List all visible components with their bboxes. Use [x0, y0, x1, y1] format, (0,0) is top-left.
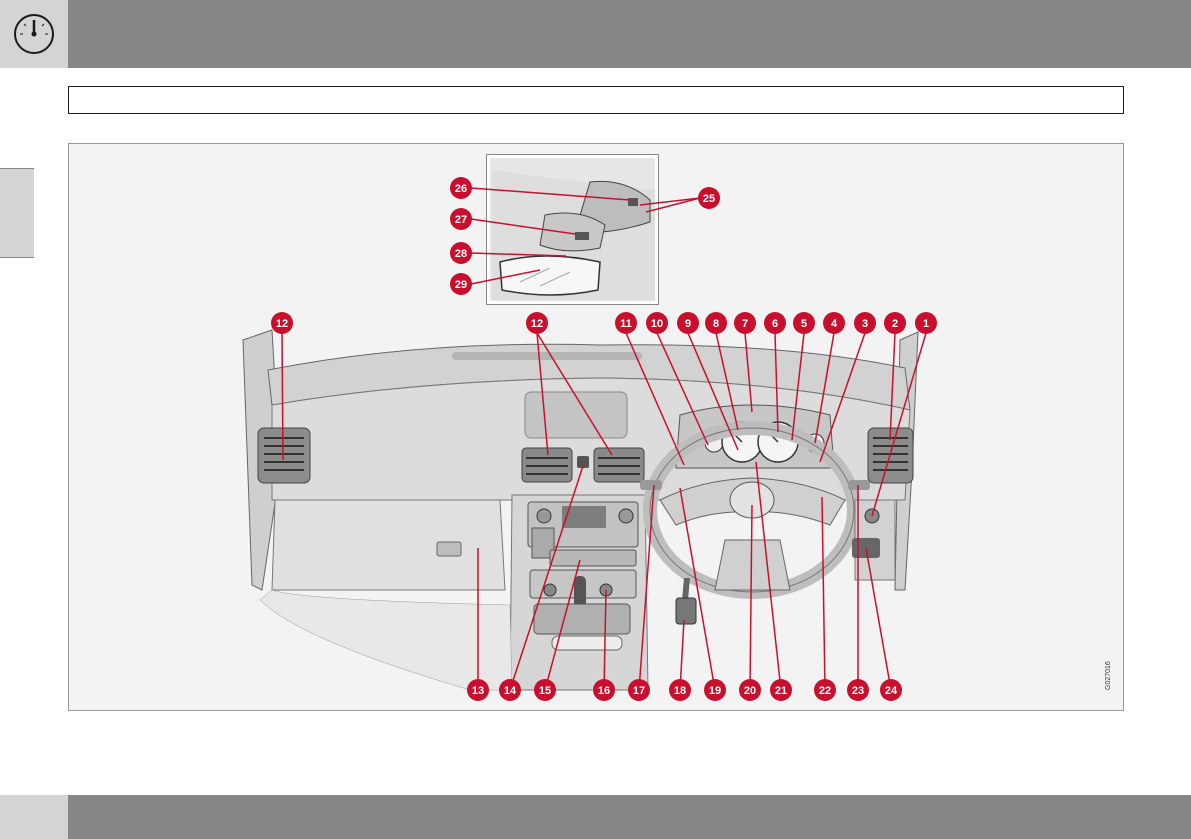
svg-text:22: 22	[819, 685, 831, 697]
callout-14: 14	[499, 679, 521, 701]
svg-text:18: 18	[674, 685, 686, 697]
callout-9: 9	[677, 312, 699, 334]
image-code-label: G027016	[1105, 661, 1112, 690]
svg-text:20: 20	[744, 685, 756, 697]
svg-text:6: 6	[772, 318, 778, 330]
svg-text:14: 14	[504, 685, 517, 697]
svg-text:16: 16	[598, 685, 610, 697]
svg-text:5: 5	[801, 318, 807, 330]
left-side-vent	[258, 428, 310, 483]
callout-3: 3	[854, 312, 876, 334]
callout-17: 17	[628, 679, 650, 701]
svg-text:7: 7	[742, 318, 748, 330]
callout-25: 25	[698, 187, 720, 209]
svg-text:12: 12	[531, 318, 543, 330]
callout-16: 16	[593, 679, 615, 701]
svg-text:28: 28	[455, 248, 467, 260]
callout-10: 10	[646, 312, 668, 334]
svg-text:10: 10	[651, 318, 663, 330]
callout-8: 8	[705, 312, 727, 334]
svg-text:4: 4	[831, 318, 838, 330]
svg-text:9: 9	[685, 318, 691, 330]
callout-6: 6	[764, 312, 786, 334]
callout-4: 4	[823, 312, 845, 334]
callout-20: 20	[739, 679, 761, 701]
svg-text:17: 17	[633, 685, 645, 697]
callout-22: 22	[814, 679, 836, 701]
callout-2: 2	[884, 312, 906, 334]
callout-23: 23	[847, 679, 869, 701]
callout-1: 1	[915, 312, 937, 334]
svg-text:3: 3	[862, 318, 868, 330]
center-console	[510, 495, 648, 690]
svg-text:27: 27	[455, 214, 467, 226]
callout-12-center: 12	[526, 312, 548, 334]
overhead-console-drawing	[490, 158, 655, 301]
svg-text:26: 26	[455, 183, 467, 195]
callout-24: 24	[880, 679, 902, 701]
callout-13: 13	[467, 679, 489, 701]
dashboard-drawing	[243, 330, 918, 690]
callout-7: 7	[734, 312, 756, 334]
svg-text:1: 1	[923, 318, 929, 330]
top-callouts: 12 12 11 10 9 8 7 6 5 4 3 2 1	[271, 312, 937, 334]
svg-text:21: 21	[775, 685, 787, 697]
callout-19: 19	[704, 679, 726, 701]
callout-28: 28	[450, 242, 472, 264]
svg-text:2: 2	[892, 318, 898, 330]
svg-text:8: 8	[713, 318, 719, 330]
svg-text:29: 29	[455, 279, 467, 291]
svg-text:19: 19	[709, 685, 721, 697]
callout-12-left: 12	[271, 312, 293, 334]
svg-text:25: 25	[703, 193, 715, 205]
speedometer-icon	[15, 15, 53, 53]
callout-18: 18	[669, 679, 691, 701]
callout-27: 27	[450, 208, 472, 230]
svg-text:15: 15	[539, 685, 551, 697]
svg-text:23: 23	[852, 685, 864, 697]
svg-text:24: 24	[885, 685, 898, 697]
callout-5: 5	[793, 312, 815, 334]
callout-21: 21	[770, 679, 792, 701]
callout-29: 29	[450, 273, 472, 295]
callout-26: 26	[450, 177, 472, 199]
callout-15: 15	[534, 679, 556, 701]
svg-text:12: 12	[276, 318, 288, 330]
svg-text:13: 13	[472, 685, 484, 697]
callout-11: 11	[615, 312, 637, 334]
svg-text:11: 11	[620, 318, 632, 330]
